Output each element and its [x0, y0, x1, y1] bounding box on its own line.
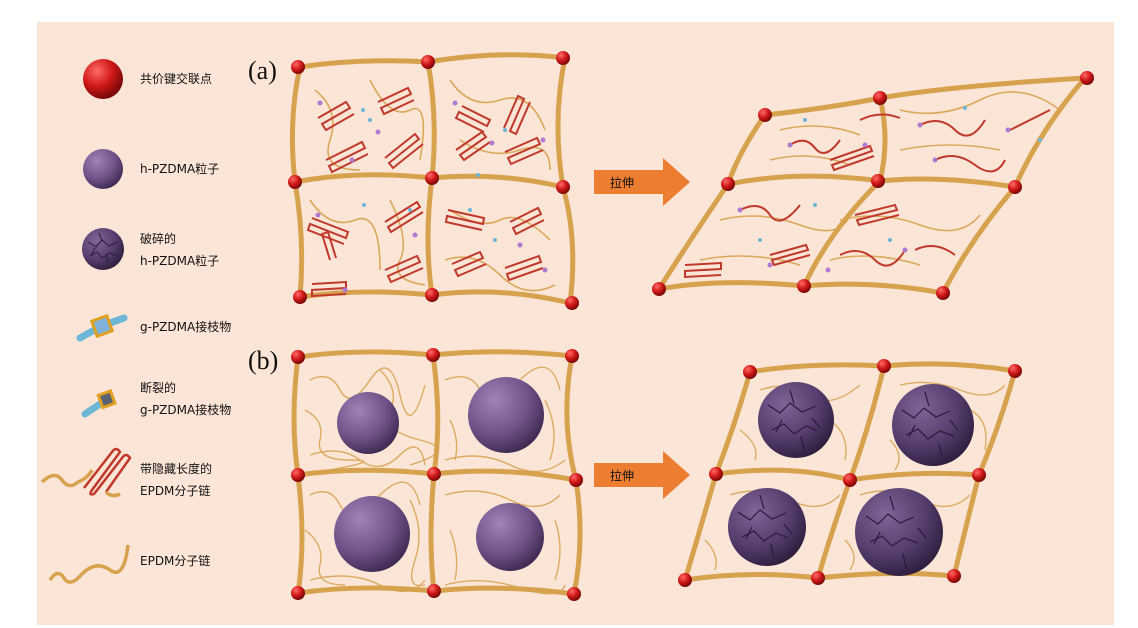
- legend-broken-graft-label: 断裂的 g-PZDMA接枝物: [140, 377, 231, 421]
- network-b-unstretched: [291, 348, 583, 601]
- network-a-unstretched: [288, 51, 579, 310]
- legend-broken-particle-line1: 破碎的: [140, 232, 177, 246]
- legend-broken-graft-line1: 断裂的: [140, 381, 177, 395]
- panel-label-a: (a): [248, 56, 277, 85]
- legend-hidden-chain-line1: 带隐藏长度的: [140, 462, 213, 476]
- network-b-stretched: [678, 359, 1022, 587]
- stretch-label-a: 拉伸: [610, 176, 635, 190]
- legend-hidden-chain-icon: [40, 447, 132, 498]
- legend-broken-graft-line2: g-PZDMA接枝物: [140, 403, 232, 417]
- legend-broken-particle-label: 破碎的 h-PZDMA粒子: [140, 228, 219, 272]
- legend-broken-graft-icon: [81, 389, 117, 418]
- panel-label-b: (b): [248, 346, 279, 375]
- stretch-arrow-a: [594, 158, 690, 206]
- legend-particle-icon: [83, 149, 123, 189]
- legend-chain-icon: [48, 544, 130, 584]
- broken-particle-b3: [728, 488, 806, 566]
- network-a-stretched: [652, 71, 1094, 300]
- legend-crosslink-label: 共价键交联点: [140, 72, 213, 86]
- stretch-label-b: 拉伸: [610, 469, 635, 483]
- broken-particle-b2: [892, 384, 974, 466]
- legend-particle-label: h-PZDMA粒子: [140, 162, 220, 176]
- legend-broken-particle-icon: [82, 228, 124, 270]
- legend-crosslink-icon: [83, 59, 123, 99]
- particle-b3: [334, 496, 410, 572]
- legend-chain-label: EPDM分子链: [140, 554, 211, 568]
- legend-hidden-chain-line2: EPDM分子链: [140, 484, 211, 498]
- particle-b2: [468, 377, 544, 453]
- stretch-arrow-b: [594, 451, 690, 499]
- particle-b4: [476, 503, 544, 571]
- legend-graft-icon: [76, 313, 128, 342]
- particle-b1: [337, 392, 399, 454]
- legend-graft-label: g-PZDMA接枝物: [140, 320, 232, 334]
- broken-particle-b1: [758, 382, 834, 458]
- legend-hidden-chain-label: 带隐藏长度的 EPDM分子链: [140, 458, 212, 502]
- broken-particle-b4: [855, 488, 943, 576]
- legend-broken-particle-line2: h-PZDMA粒子: [140, 254, 220, 268]
